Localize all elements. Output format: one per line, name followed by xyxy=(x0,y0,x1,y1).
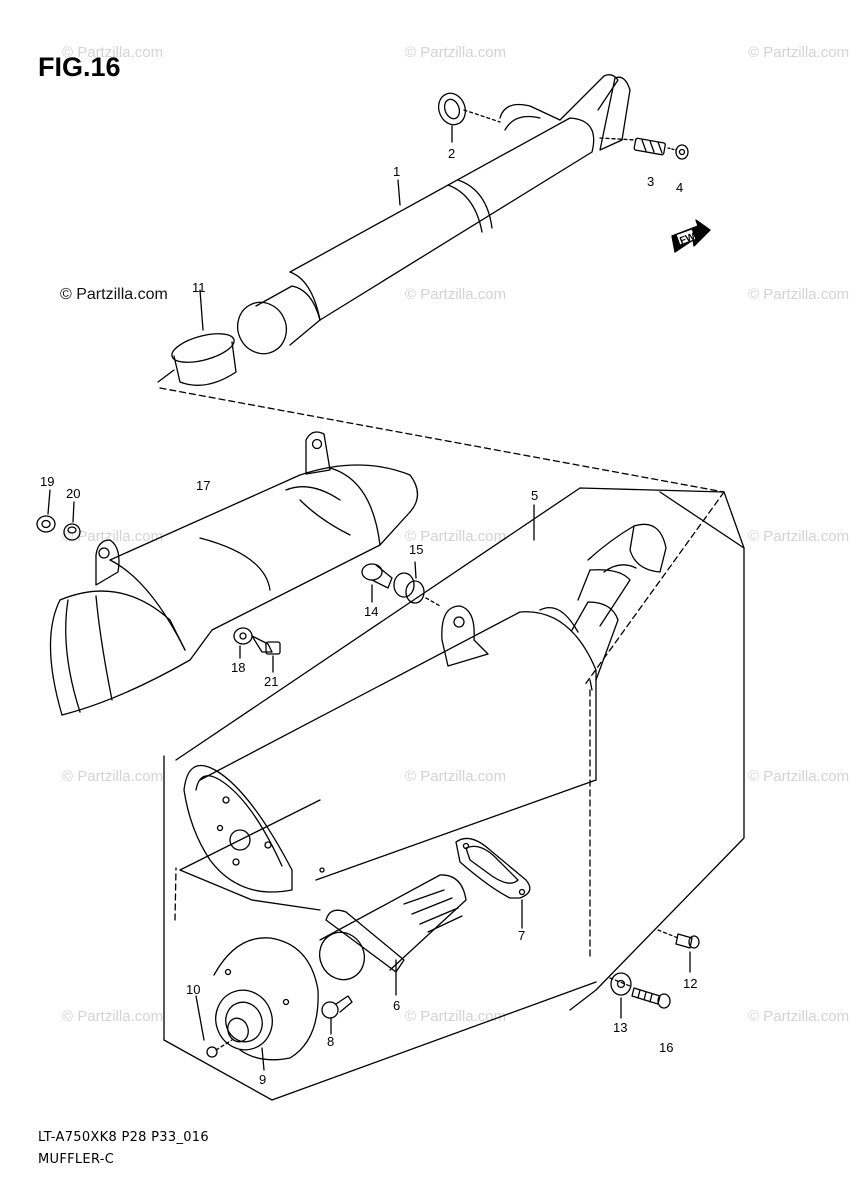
bolt-part-12 xyxy=(657,929,700,973)
watermark: © Partzilla.com xyxy=(62,1008,164,1025)
watermark: © Partzilla.com xyxy=(405,1008,507,1025)
watermark: © Partzilla.com xyxy=(60,286,168,303)
muffler-assembly-part-5 xyxy=(175,487,745,1011)
callout-3: 3 xyxy=(647,174,655,189)
sleeve-part-11 xyxy=(157,289,237,386)
callout-11: 11 xyxy=(192,280,206,295)
diagram-name: MUFFLER-C xyxy=(38,1152,115,1167)
callout-16: 16 xyxy=(659,1040,674,1055)
callout-6: 6 xyxy=(393,998,401,1013)
callout-5: 5 xyxy=(531,488,539,503)
callout-14: 14 xyxy=(364,604,379,619)
watermark: © Partzilla.com xyxy=(405,768,507,785)
callout-7: 7 xyxy=(518,928,526,943)
callout-18: 18 xyxy=(231,660,246,675)
screw-part-10 xyxy=(195,995,233,1058)
washer-part-13 xyxy=(610,972,632,1019)
exhaust-pipe-part-1 xyxy=(236,74,631,355)
callout-20: 20 xyxy=(66,486,81,501)
stud-and-nut-parts-3-4 xyxy=(599,137,689,160)
watermark: © Partzilla.com xyxy=(62,44,164,61)
watermark: © Partzilla.com xyxy=(748,768,849,785)
callout-8: 8 xyxy=(327,1034,335,1049)
callout-17: 17 xyxy=(196,478,211,493)
callout-13: 13 xyxy=(613,1020,628,1035)
callout-1: 1 xyxy=(393,164,401,179)
callout-12: 12 xyxy=(683,976,698,991)
callout-15: 15 xyxy=(409,542,424,557)
nut-and-washer-parts-19-20 xyxy=(36,489,81,541)
watermark: © Partzilla.com xyxy=(405,286,507,303)
watermark: © Partzilla.com xyxy=(748,528,849,545)
watermark: © Partzilla.com xyxy=(748,286,849,303)
end-cap-box-outline xyxy=(163,755,597,1101)
diagram-code: LT-A750XK8 P28 P33_016 xyxy=(38,1130,209,1145)
callout-9: 9 xyxy=(259,1072,267,1087)
screw-part-8 xyxy=(321,995,353,1035)
watermark: © Partzilla.com xyxy=(748,1008,849,1025)
watermark: © Partzilla.com xyxy=(62,768,164,785)
callout-10: 10 xyxy=(186,982,201,997)
watermark: © Partzilla.com xyxy=(405,44,507,61)
gasket-part-7 xyxy=(455,837,531,929)
callout-4: 4 xyxy=(676,180,684,195)
washer-and-bolt-parts-18-21 xyxy=(233,627,281,673)
fwd-direction-marker: FWD xyxy=(671,219,711,253)
gasket-part-2 xyxy=(437,92,501,143)
assembly-leader-lines xyxy=(159,387,725,961)
watermark: © Partzilla.com xyxy=(62,528,164,545)
callout-19: 19 xyxy=(40,474,55,489)
figure-title: FIG.16 xyxy=(38,52,121,82)
collar-and-grommet-parts-14-15 xyxy=(361,561,441,607)
bolt-part-16 xyxy=(609,977,671,1009)
callout-21: 21 xyxy=(264,674,279,689)
heat-shield-part-17 xyxy=(49,431,419,716)
tail-pipe-part-6 xyxy=(318,874,467,996)
watermark: © Partzilla.com xyxy=(405,528,507,545)
end-cap-part-9 xyxy=(213,937,319,1071)
watermark: © Partzilla.com xyxy=(748,44,849,61)
callout-2: 2 xyxy=(448,146,456,161)
